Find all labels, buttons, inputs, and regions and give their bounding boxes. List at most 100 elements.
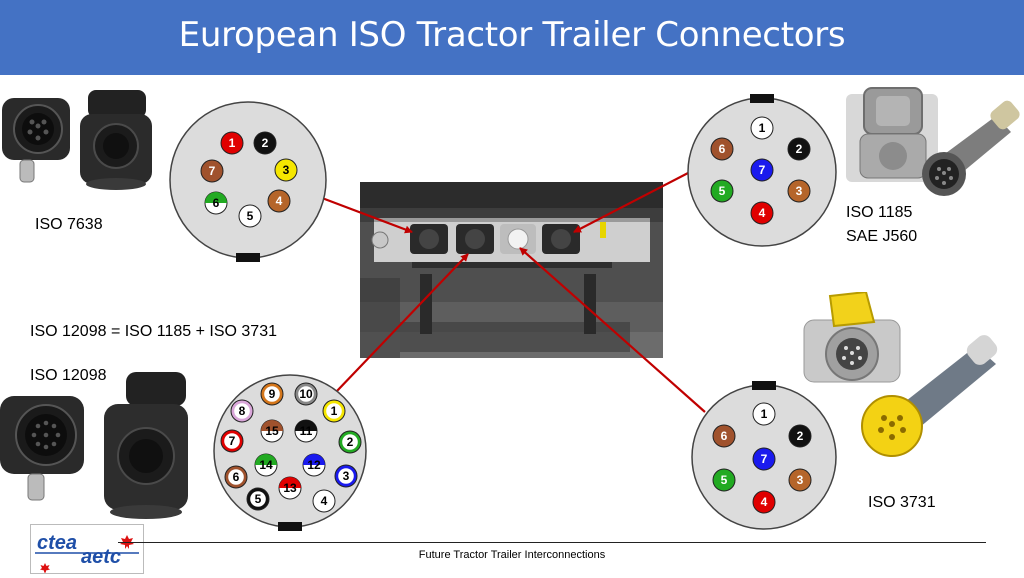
pin-label: 2: [347, 435, 354, 449]
pin-5: 5: [712, 468, 736, 492]
pin-10: 10: [294, 382, 318, 406]
pin-7: 7: [220, 429, 244, 453]
connector-key-notch: [752, 381, 776, 390]
connector-iso1185: 1 2 3 4 5 6 7: [687, 94, 837, 247]
label-iso3731: ISO 3731: [868, 494, 936, 511]
ctea-aetc-logo: ctea aetc: [30, 524, 144, 574]
pin-label: 1: [761, 407, 768, 421]
pin-2: 2: [338, 430, 362, 454]
iso12098-socket-photo: [0, 372, 188, 519]
connector-face-iso1185: [687, 97, 837, 247]
pin-label: 2: [796, 142, 803, 156]
connector-face-iso12098: [213, 374, 367, 528]
pin-label: 5: [721, 473, 728, 487]
pin-2: 2: [253, 131, 277, 155]
title-banner: European ISO Tractor Trailer Connectors: [0, 0, 1024, 75]
pin-3: 3: [274, 158, 298, 182]
pin-5: 5: [710, 179, 734, 203]
pin-label: 10: [299, 387, 313, 401]
pin-11: 11: [294, 419, 318, 443]
pin-label: 4: [321, 494, 328, 508]
pin-5: 5: [246, 487, 270, 511]
connector-face-iso7638: [169, 101, 327, 259]
pin-14: 14: [254, 453, 278, 477]
pin-6: 6: [710, 137, 734, 161]
pin-15: 15: [260, 419, 284, 443]
connector-key-notch: [278, 522, 302, 531]
pin-label: 6: [719, 142, 726, 156]
socket-open-7638: [2, 98, 70, 183]
label-iso12098: ISO 12098: [30, 367, 107, 384]
pin-label: 8: [239, 404, 246, 418]
pin-9: 9: [260, 382, 284, 406]
trailer-socket-4: [542, 224, 580, 254]
pin-6: 6: [204, 191, 228, 215]
pin-7: 7: [752, 447, 776, 471]
label-iso1185: ISO 1185: [846, 204, 913, 221]
pin-label: 14: [259, 458, 273, 472]
pin-label: 6: [213, 196, 220, 210]
pin-label: 1: [759, 121, 766, 135]
pin-label: 7: [759, 163, 766, 177]
pin-label: 11: [300, 424, 313, 438]
pin-4: 4: [267, 189, 291, 213]
socket-closed-7638: [80, 90, 152, 190]
label-iso12098-equation: ISO 12098 = ISO 1185 + ISO 3731: [30, 323, 277, 340]
socket-3731: [803, 292, 901, 383]
pin-6: 6: [224, 465, 248, 489]
plug-1185: [922, 100, 1020, 196]
footer-divider: [118, 542, 986, 543]
pin-label: 6: [721, 429, 728, 443]
pin-label: 7: [761, 452, 768, 466]
pin-1: 1: [322, 399, 346, 423]
iso1185-connector-photo: [846, 87, 1020, 196]
pin-7: 7: [750, 158, 774, 182]
pin-1: 1: [752, 402, 776, 426]
pin-label: 4: [759, 206, 766, 220]
socket-1185: [846, 87, 938, 182]
pin-label: 7: [229, 434, 236, 448]
pin-3: 3: [787, 179, 811, 203]
socket-open-12098: [0, 396, 84, 501]
socket-closed-12098: [104, 372, 188, 519]
pin-3: 3: [788, 468, 812, 492]
trailer-socket-2: [456, 224, 494, 254]
label-iso7638: ISO 7638: [35, 216, 103, 233]
pin-label: 7: [209, 164, 216, 178]
pin-4: 4: [750, 201, 774, 225]
svg-text:aetc: aetc: [81, 546, 121, 568]
plug-3731: [861, 335, 998, 457]
pin-label: 9: [269, 387, 276, 401]
trailer-rear-photo: [360, 182, 663, 358]
pin-label: 1: [331, 404, 338, 418]
pin-label: 1: [229, 136, 236, 150]
connector-key-notch: [750, 94, 774, 103]
pin-label: 3: [343, 469, 350, 483]
pin-label: 3: [796, 184, 803, 198]
pin-label: 12: [307, 458, 321, 472]
trailer-socket-3: [500, 224, 536, 254]
label-saej560: SAE J560: [846, 228, 918, 245]
pin-label: 15: [265, 424, 279, 438]
slide-title: European ISO Tractor Trailer Connectors: [178, 15, 846, 55]
logo-graphic: ctea aetc: [35, 532, 139, 574]
pin-3: 3: [334, 464, 358, 488]
pin-label: 13: [283, 481, 297, 495]
pin-label: 4: [761, 495, 768, 509]
iso3731-connector-photo: [803, 292, 998, 457]
pin-label: 5: [719, 184, 726, 198]
pin-label: 6: [233, 470, 240, 484]
trailer-socket-1: [410, 224, 448, 254]
svg-text:ctea: ctea: [37, 532, 77, 554]
iso7638-socket-photo: [2, 90, 152, 190]
pin-label: 2: [262, 136, 269, 150]
pin-4: 4: [752, 490, 776, 514]
connector-key-notch: [236, 253, 260, 262]
pin-1: 1: [750, 116, 774, 140]
pin-7: 7: [200, 159, 224, 183]
pin-12: 12: [302, 453, 326, 477]
pin-8: 8: [230, 399, 254, 423]
pin-13: 13: [278, 476, 302, 500]
